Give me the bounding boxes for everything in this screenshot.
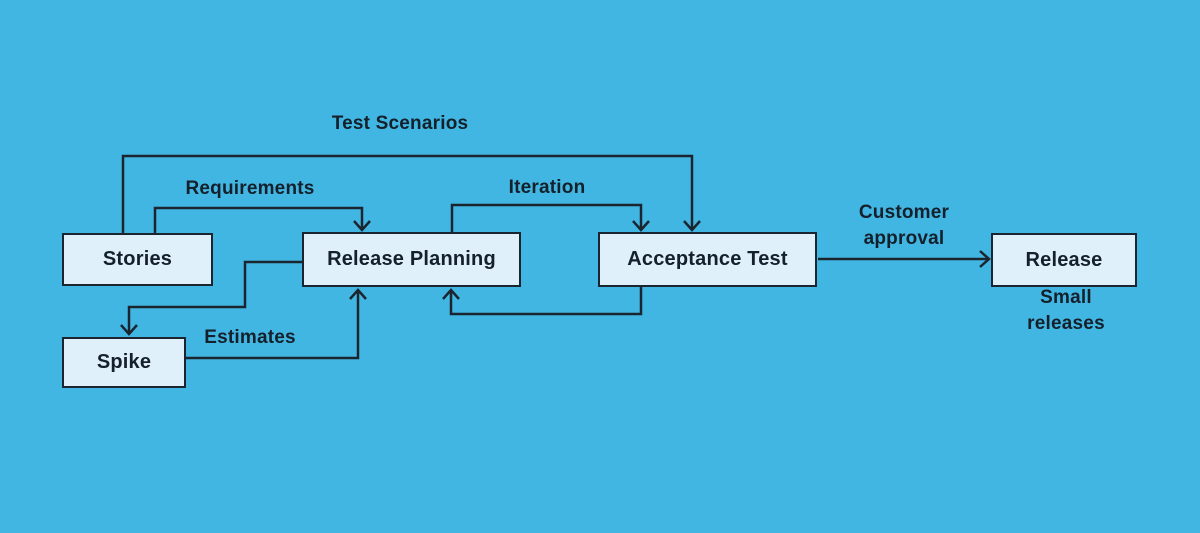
connector-customer-approval-arrow bbox=[818, 250, 991, 268]
label-iteration: Iteration bbox=[508, 177, 586, 198]
label-small-releases: Small releases bbox=[1027, 287, 1105, 334]
node-stories: Stories bbox=[62, 233, 213, 286]
label-customer-approval: Customer approval bbox=[858, 202, 950, 249]
node-release-planning: Release Planning bbox=[302, 232, 521, 287]
node-acceptance-test-label: Acceptance Test bbox=[627, 248, 788, 270]
node-release: Release bbox=[991, 233, 1137, 287]
node-spike: Spike bbox=[62, 337, 186, 388]
label-estimates: Estimates bbox=[204, 327, 296, 348]
label-test-scenarios: Test Scenarios bbox=[331, 113, 469, 134]
connector-iteration-arrow bbox=[450, 203, 650, 232]
node-acceptance-test: Acceptance Test bbox=[598, 232, 817, 287]
connector-feedback-arrow bbox=[442, 287, 643, 316]
label-requirements: Requirements bbox=[185, 178, 315, 199]
node-stories-label: Stories bbox=[102, 248, 173, 270]
node-spike-label: Spike bbox=[96, 351, 152, 373]
node-release-planning-label: Release Planning bbox=[327, 248, 496, 270]
connector-requirements-arrow bbox=[153, 206, 371, 233]
node-release-label: Release bbox=[1025, 248, 1103, 271]
